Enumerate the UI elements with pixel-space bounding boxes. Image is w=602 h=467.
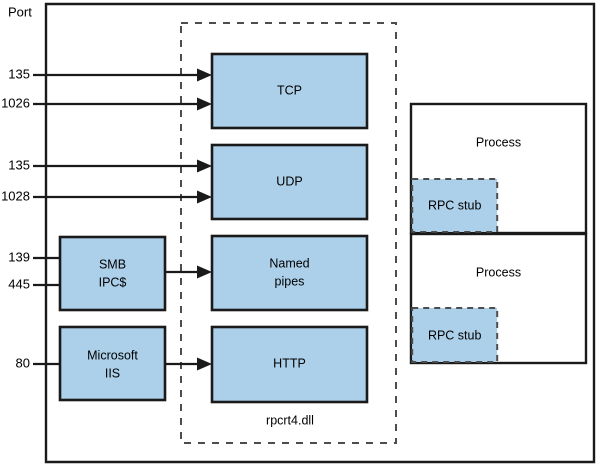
port-label-80-iis: 80 — [16, 355, 30, 370]
transport-box-http: HTTP — [210, 325, 369, 404]
port-label-135-udp: 135 — [8, 157, 30, 172]
transport-box-udp-label: UDP — [276, 174, 302, 188]
arrowhead-udp-1 — [197, 159, 212, 173]
outer-frame — [44, 2, 596, 464]
port-label-445-smb: 445 — [8, 276, 30, 291]
arrowhead-tcp-1 — [197, 68, 212, 82]
arrowhead-tcp-2 — [197, 97, 212, 111]
transport-box-tcp: TCP — [210, 52, 369, 130]
transport-box-udp: UDP — [210, 143, 369, 221]
service-box-iis: Microsoft IIS — [58, 325, 167, 402]
process-box-1: Process RPC stub — [409, 102, 588, 235]
transport-box-named-pipes-line1: Named — [269, 256, 309, 270]
process-box-1-label: Process — [476, 135, 521, 149]
port-label-139-smb: 139 — [8, 249, 30, 264]
port-column-header: Port — [8, 4, 32, 19]
port-label-1026-tcp: 1026 — [1, 95, 30, 110]
service-box-iis-line1: Microsoft — [87, 348, 138, 362]
service-box-smb-line1: SMB — [99, 257, 126, 271]
transport-box-named-pipes-line2: pipes — [275, 274, 305, 288]
service-box-iis-line2: IIS — [105, 366, 120, 380]
arrowhead-http — [197, 357, 212, 371]
process-box-2-rpc-stub-label: RPC stub — [428, 328, 482, 342]
transport-box-tcp-label: TCP — [277, 83, 302, 97]
arrowhead-namedpipes — [197, 265, 212, 279]
connector-arrowheads — [197, 68, 212, 371]
port-labels: 135 1026 135 1028 139 445 80 — [1, 66, 30, 370]
rpcrt4-dashed-container — [180, 22, 397, 444]
process-box-1-rpc-stub-label: RPC stub — [428, 198, 482, 212]
process-box-2: Process RPC stub — [409, 232, 588, 365]
rpcrt4-caption: rpcrt4.dll — [266, 413, 314, 427]
port-label-1028-udp: 1028 — [1, 188, 30, 203]
transport-box-named-pipes: Named pipes — [210, 234, 369, 312]
transport-box-http-label: HTTP — [273, 356, 306, 370]
service-box-smb: SMB IPC$ — [58, 235, 167, 312]
port-label-135-tcp: 135 — [8, 66, 30, 81]
arrowhead-udp-2 — [197, 190, 212, 204]
port-connector-lines — [33, 73, 205, 366]
process-box-2-label: Process — [476, 265, 521, 279]
service-box-smb-line2: IPC$ — [99, 275, 127, 289]
